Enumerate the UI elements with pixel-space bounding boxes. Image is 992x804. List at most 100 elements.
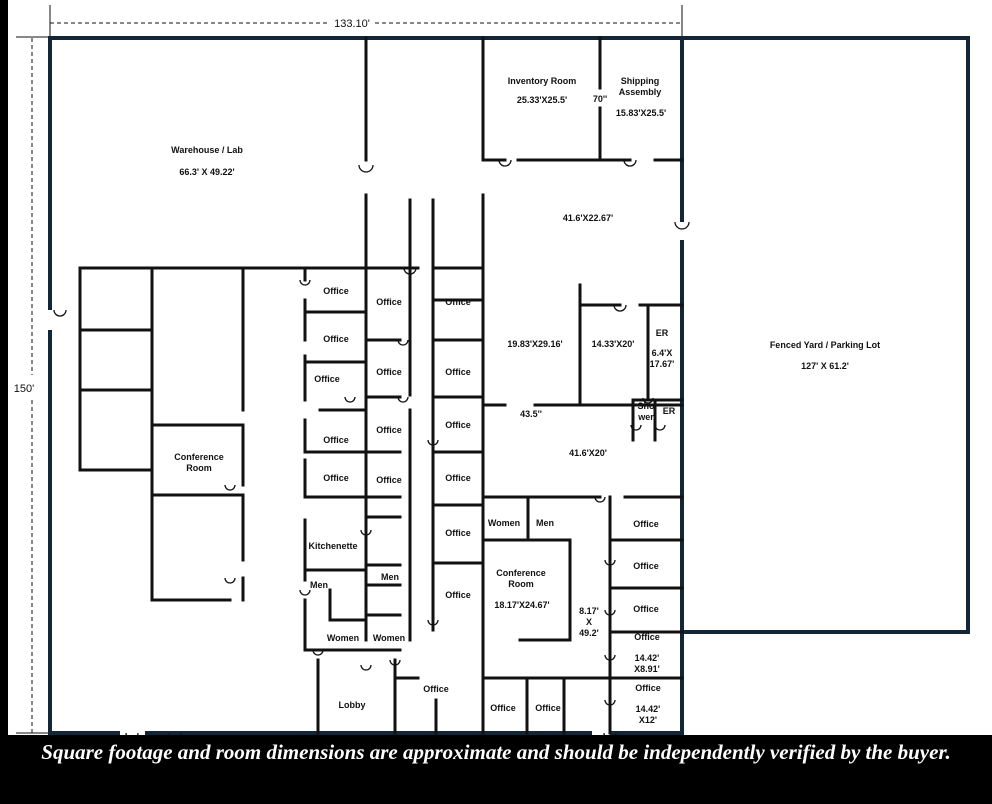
women-restroom: Women	[373, 633, 405, 643]
walls	[48, 36, 970, 735]
door-swing	[299, 589, 311, 596]
er-2-name: ER	[663, 406, 676, 416]
door-swing	[53, 309, 67, 317]
door-swing	[397, 396, 409, 403]
office-label: Office	[445, 590, 471, 600]
door-swing	[224, 484, 236, 491]
dimension-height: 150'	[14, 36, 50, 734]
door-swing	[299, 279, 311, 286]
interior-wall	[328, 588, 368, 622]
door-swing	[604, 559, 616, 566]
inventory-size: 25.33'X25.5'	[517, 95, 567, 105]
interior-wall	[150, 423, 245, 487]
door-swing	[312, 649, 324, 656]
interior-wall	[303, 598, 402, 652]
office-label: Office	[445, 528, 471, 538]
er-1-name: ER	[656, 328, 669, 338]
men-restroom: Men	[536, 518, 554, 528]
office-label: Office	[633, 519, 659, 529]
door-swing	[630, 424, 642, 431]
office-b-size2: X12'	[639, 715, 657, 725]
open-area-mid-size: 41.6'X20'	[569, 448, 607, 458]
interior-wall	[481, 36, 507, 162]
shipping-size: 15.83'X25.5'	[616, 108, 666, 118]
interior-wall	[303, 298, 368, 314]
office-label: Office	[445, 420, 471, 430]
office-label: Office	[445, 367, 471, 377]
office-a-size2: X8.91'	[634, 664, 660, 674]
interior-wall	[78, 266, 154, 472]
door-swing	[498, 159, 512, 167]
interior-wall	[150, 493, 245, 562]
office-label: Office	[323, 286, 349, 296]
office-label: Office	[490, 703, 516, 713]
office-label: Office	[376, 475, 402, 485]
office-label: Office	[423, 684, 449, 694]
er-1-size1: 6.4'X	[652, 348, 673, 358]
interior-wall	[481, 538, 572, 642]
interior-wall	[303, 418, 368, 454]
conference-left-l1: Conference	[174, 452, 224, 462]
shipping-name: Shipping	[621, 76, 660, 86]
door-swing	[674, 221, 690, 230]
warehouse-size: 66.3' X 49.22'	[179, 167, 234, 177]
office-label: Office	[376, 297, 402, 307]
disclaimer-footer: Square footage and room dimensions are a…	[0, 735, 992, 804]
width-label: 133.10'	[334, 18, 370, 30]
door-swing	[397, 339, 409, 346]
office-label: Office	[323, 473, 349, 483]
office-label: Office	[445, 473, 471, 483]
door-swing	[389, 659, 401, 666]
door-swing	[224, 577, 236, 584]
lobby: Lobby	[339, 700, 366, 710]
conference-center-l1: Conference	[496, 568, 546, 578]
corridor-l3: 49.2'	[579, 628, 599, 638]
room-labels: Warehouse / Lab 66.3' X 49.22' Inventory…	[171, 76, 880, 725]
office-label: Office	[633, 604, 659, 614]
office-label: Office	[314, 374, 340, 384]
office-label: Office	[323, 334, 349, 344]
er-1-size2: 17.67'	[650, 359, 675, 369]
office-a-size1: 14.42'	[635, 653, 660, 663]
door-swing	[654, 424, 666, 431]
door-swing	[642, 397, 654, 404]
door-swing	[358, 164, 374, 173]
office-b-name: Office	[635, 683, 661, 693]
women-restroom: Women	[488, 518, 520, 528]
office-b-size1: 14.42'	[636, 704, 661, 714]
yard-size: 127' X 61.2'	[801, 361, 849, 371]
office-label: Office	[376, 367, 402, 377]
room-19-size: 19.83'X29.16'	[507, 339, 562, 349]
office-a-name: Office	[634, 632, 660, 642]
kitchenette: Kitchenette	[308, 541, 357, 551]
office-label: Office	[535, 703, 561, 713]
interior-wall	[303, 458, 368, 499]
yard-name: Fenced Yard / Parking Lot	[770, 340, 880, 350]
door-swing	[604, 654, 616, 661]
door-swing	[360, 529, 372, 536]
warehouse-name: Warehouse / Lab	[171, 145, 243, 155]
door-swing	[344, 396, 356, 403]
dimension-width: 133.10'	[49, 5, 683, 38]
door-swing	[427, 439, 439, 446]
conference-left-l2: Room	[186, 463, 212, 473]
door-swing	[427, 619, 439, 626]
women-restroom: Women	[327, 633, 359, 643]
shipping-name2: Assembly	[619, 87, 662, 97]
men-restroom: Men	[381, 572, 399, 582]
office-label: Office	[323, 435, 349, 445]
inventory-name: Inventory Room	[508, 76, 577, 86]
conference-center-l2: Room	[508, 579, 534, 589]
office-label: Office	[445, 297, 471, 307]
office-label: Office	[633, 561, 659, 571]
shower-l1: Sho	[638, 401, 656, 411]
corridor-l2: X	[586, 617, 592, 627]
conference-center-size: 18.17'X24.67'	[494, 600, 549, 610]
door-swing	[604, 699, 616, 706]
yard-fence	[682, 36, 970, 634]
door-swing	[403, 267, 417, 275]
door-swing	[623, 159, 637, 167]
shower-l2: wer	[637, 412, 654, 422]
door-swing	[360, 664, 372, 671]
corridor-l1: 8.17'	[579, 606, 599, 616]
